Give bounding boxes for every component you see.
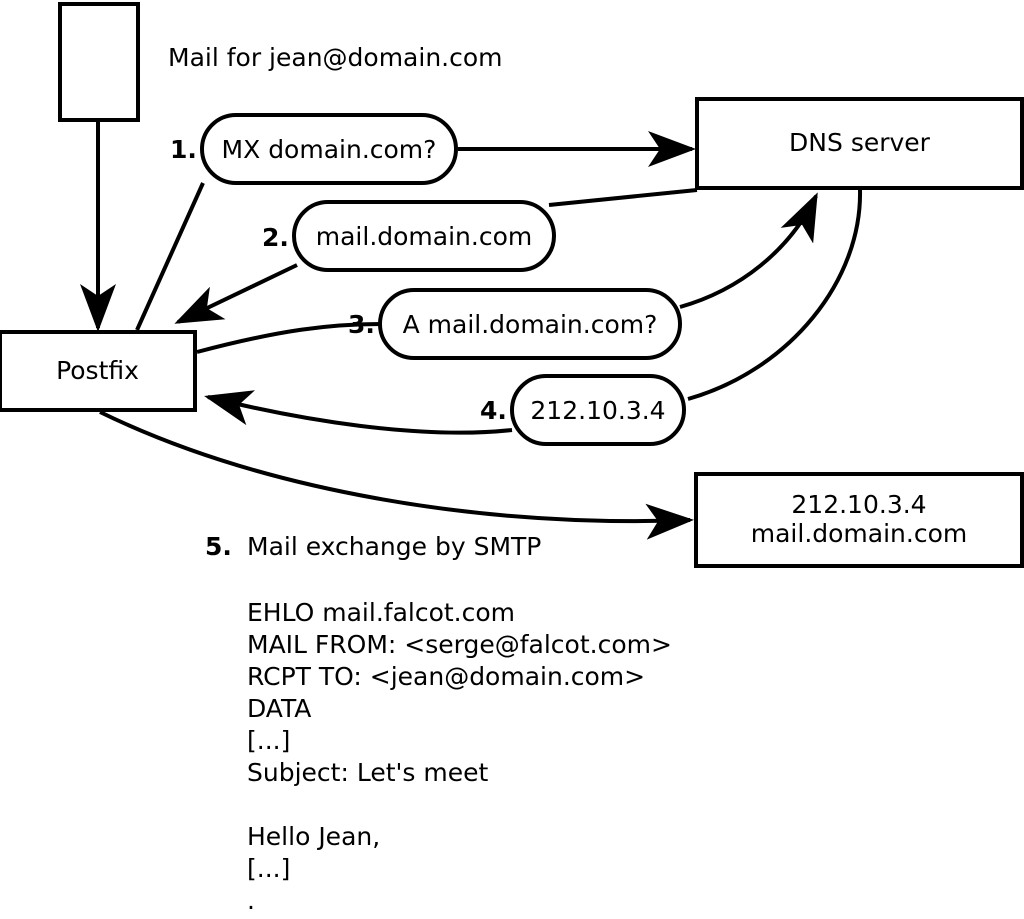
step-number-1: 1. bbox=[170, 135, 197, 164]
smtp-transcript-line: Subject: Let's meet bbox=[247, 758, 489, 787]
bubble-step-1-mx-query: MX domain.com? bbox=[200, 113, 458, 185]
node-postfix-label: Postfix bbox=[56, 355, 139, 385]
smtp-transcript-line: MAIL FROM: <serge@falcot.com> bbox=[247, 630, 672, 659]
node-client bbox=[58, 2, 140, 122]
smtp-transcript-line: DATA bbox=[247, 694, 312, 723]
smtp-transcript-line: [...] bbox=[247, 726, 291, 755]
step-number-5: 5. bbox=[205, 532, 232, 561]
smtp-transcript-line bbox=[247, 789, 672, 821]
step-number-2: 2. bbox=[262, 223, 289, 252]
arrow-step3-to-dns bbox=[679, 192, 818, 309]
bubble-step-2-label: mail.domain.com bbox=[315, 221, 533, 251]
bubble-step-1-label: MX domain.com? bbox=[221, 134, 437, 164]
arrow-step4-to-postfix bbox=[204, 390, 513, 435]
line-postfix-to-bubble1 bbox=[135, 182, 205, 331]
bubble-step-4-label: 212.10.3.4 bbox=[530, 395, 666, 425]
node-target-mailserver: 212.10.3.4 mail.domain.com bbox=[694, 472, 1024, 568]
line-dns-to-bubble2 bbox=[548, 188, 698, 207]
node-dns-label: DNS server bbox=[789, 128, 930, 158]
smtp-transcript-line: RCPT TO: <jean@domain.com> bbox=[247, 662, 646, 691]
node-postfix: Postfix bbox=[0, 330, 197, 412]
smtp-transcript-line: Hello Jean, bbox=[247, 822, 381, 851]
arrow-step5-smtp bbox=[99, 410, 694, 540]
smtp-transcript-line: [...] bbox=[247, 854, 291, 883]
arrow-step2-to-postfix bbox=[174, 263, 298, 324]
line-dns-to-bubble4 bbox=[687, 189, 863, 401]
node-target-hostname: mail.domain.com bbox=[750, 519, 968, 548]
bubble-step-2-mx-answer: mail.domain.com bbox=[292, 200, 556, 272]
node-dns-server: DNS server bbox=[695, 97, 1024, 190]
caption-step-5-label: Mail exchange by SMTP bbox=[247, 532, 542, 561]
bubble-step-4-a-answer: 212.10.3.4 bbox=[510, 374, 686, 446]
step-number-4: 4. bbox=[480, 396, 507, 425]
caption-mail-for: Mail for jean@domain.com bbox=[168, 43, 503, 72]
smtp-transcript-line: EHLO mail.falcot.com bbox=[247, 598, 516, 627]
smtp-transcript-line: . bbox=[247, 886, 255, 915]
bubble-step-3-label: A mail.domain.com? bbox=[402, 309, 658, 339]
bubble-step-3-a-query: A mail.domain.com? bbox=[378, 288, 682, 360]
line-postfix-to-bubble3 bbox=[196, 322, 382, 354]
step-number-3: 3. bbox=[348, 310, 375, 339]
node-target-ip: 212.10.3.4 bbox=[791, 490, 927, 520]
